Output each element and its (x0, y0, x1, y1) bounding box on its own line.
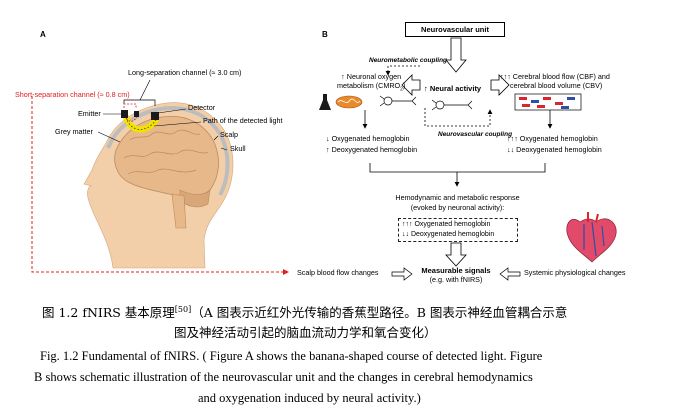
neuron-left-icon (379, 95, 417, 107)
emitter-probe-shape (121, 110, 128, 118)
measurable-signals: Measurable signals (e.g. with fNIRS) (415, 266, 497, 284)
caption-cn-line1: 图 1.2 fNIRS 基本原理[50]（A 图表示近红外光传输的香蕉型路径。B… (42, 302, 567, 321)
response-line1: Hemodynamic and metabolic response (395, 193, 520, 202)
long-channel-label: Long-separation channel (≈ 3.0 cm) (128, 68, 242, 77)
panel-a-label: A (40, 30, 46, 39)
cbf-line1: ↑↑↑ Cerebral blood flow (CBF) and (500, 72, 610, 81)
left-hb-changes: ↓ Oxygenated hemoglobin ↑ Deoxygenated h… (326, 133, 417, 155)
neurovascular-unit-box: Neurovascular unit (405, 22, 505, 37)
head-illustration (83, 79, 234, 269)
neural-activity-label: ↑ Neural activity (424, 84, 482, 93)
caption-cn-line2: 图及神经活动引起的脑血流动力学和氧合变化） (174, 325, 437, 340)
cmro-label: ↑ Neuronal oxygen metabolism (CMRO2) (337, 72, 405, 94)
systemic-label: Systemic physiological changes (524, 268, 626, 277)
scalp-flow-label: Scalp blood flow changes (297, 268, 379, 277)
response-line2: (evoked by neuronal activity): (410, 203, 505, 212)
cbf-label: ↑↑↑ Cerebral blood flow (CBF) and cerebr… (500, 72, 610, 90)
short-channel-dashed-arrow (31, 96, 289, 275)
heart-icon (566, 212, 617, 263)
short-detector-shape (134, 111, 139, 117)
panel-b-label: B (322, 30, 328, 39)
measurable-title: Measurable signals (421, 266, 491, 275)
response-hb-box: ↑↑↑ Oxygenated hemoglobin ↓↓ Deoxygenate… (398, 218, 518, 242)
left-oxy-text: ↓ Oxygenated hemoglobin (326, 134, 410, 143)
skull-label: Skull (230, 144, 246, 153)
cmro-sub: 2 (400, 86, 403, 93)
blood-vessel-icon (514, 93, 582, 111)
cmro-line1: ↑ Neuronal oxygen (341, 72, 402, 81)
cmro-end: ) (402, 81, 406, 90)
caption-cn-rest: （A 图表示近红外光传输的香蕉型路径。B 图表示神经血管耦合示意 (191, 305, 568, 320)
emitter-label: Emitter (78, 109, 101, 118)
cmro-line2: metabolism (CMRO (337, 81, 401, 90)
panel-b-arrows (362, 37, 553, 281)
caption-en-line1: Fig. 1.2 Fundamental of fNIRS. ( Figure … (40, 349, 543, 363)
right-hb-changes: ↑↑↑ Oxygenated hemoglobin ↓↓ Deoxygenate… (507, 133, 602, 155)
short-channel-label: Short-separation channel (≈ 0.8 cm) (15, 90, 130, 99)
cbf-line2: cerebral blood volume (CBV) (510, 81, 603, 90)
mitochondrion-icon (335, 95, 363, 109)
caption-cn-ref: [50] (174, 304, 192, 314)
response-label: Hemodynamic and metabolic response (evok… (385, 193, 530, 213)
detector-label: Detector (188, 103, 216, 112)
neurovascular-label: Neurovascular coupling (438, 131, 513, 138)
response-deoxy-text: ↓↓ Deoxygenated hemoglobin (402, 231, 495, 238)
figure-graphics (31, 37, 617, 281)
right-deoxy-text: ↓↓ Deoxygenated hemoglobin (507, 145, 602, 154)
long-detector-shape (151, 112, 159, 120)
caption-en-line3: and oxygenation induced by neural activi… (198, 391, 421, 405)
flask-icon (319, 94, 331, 110)
left-deoxy-text: ↑ Deoxygenated hemoglobin (326, 145, 418, 154)
grey-matter-label: Grey matter (55, 127, 93, 136)
caption-cn-prefix: 图 1.2 fNIRS 基本原理 (42, 305, 175, 320)
caption-en-line2: B shows schematic illustration of the ne… (34, 370, 533, 384)
measurable-sub: (e.g. with fNIRS) (429, 275, 483, 284)
path-label: Path of the detected light (203, 116, 283, 125)
neuron-center-icon (431, 99, 473, 111)
neurometabolic-label: Neurometabolic coupling (369, 57, 448, 64)
right-oxy-text: ↑↑↑ Oxygenated hemoglobin (507, 134, 598, 143)
scalp-label: Scalp (220, 130, 238, 139)
response-oxy-text: ↑↑↑ Oxygenated hemoglobin (402, 221, 491, 228)
